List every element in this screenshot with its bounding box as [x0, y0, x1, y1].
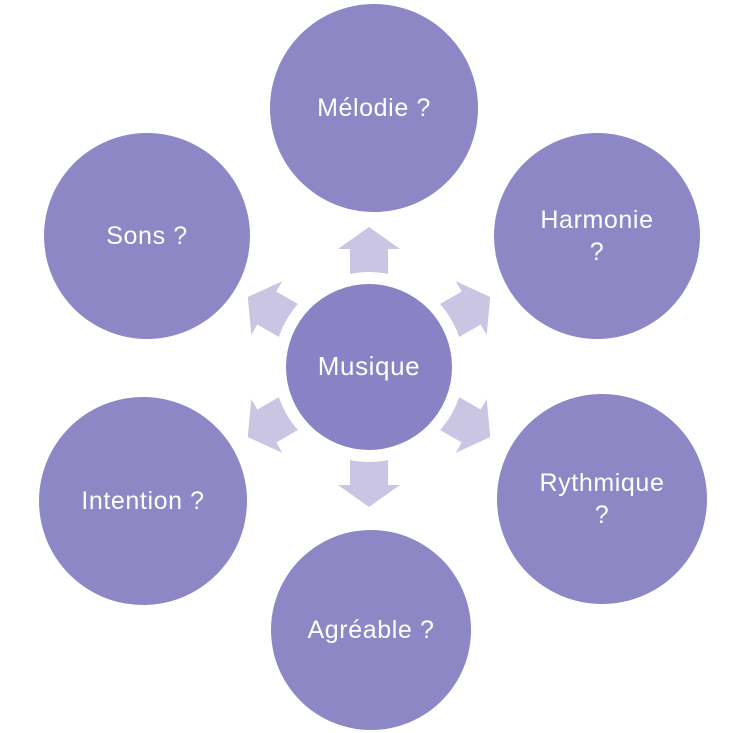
- node-label: Rythmique ?: [539, 468, 665, 530]
- node-label: Mélodie ?: [317, 93, 431, 122]
- node-label: Harmonie ?: [540, 205, 654, 267]
- node-label: Musique: [317, 351, 421, 382]
- node-rythmique: Rythmique ?: [497, 394, 707, 604]
- arrow-up-icon: [338, 227, 400, 292]
- node-label: Intention ?: [81, 486, 205, 515]
- arrow-down-icon: [338, 442, 400, 507]
- node-harmonie: Harmonie ?: [494, 133, 700, 339]
- node-intention: Intention ?: [39, 397, 247, 605]
- node-label: Agréable ?: [307, 615, 435, 644]
- node-melodie: Mélodie ?: [270, 4, 478, 212]
- node-sons: Sons ?: [44, 133, 250, 339]
- node-agreable: Agréable ?: [271, 530, 471, 730]
- center-node-musique: Musique: [286, 284, 452, 450]
- node-label: Sons ?: [106, 221, 188, 250]
